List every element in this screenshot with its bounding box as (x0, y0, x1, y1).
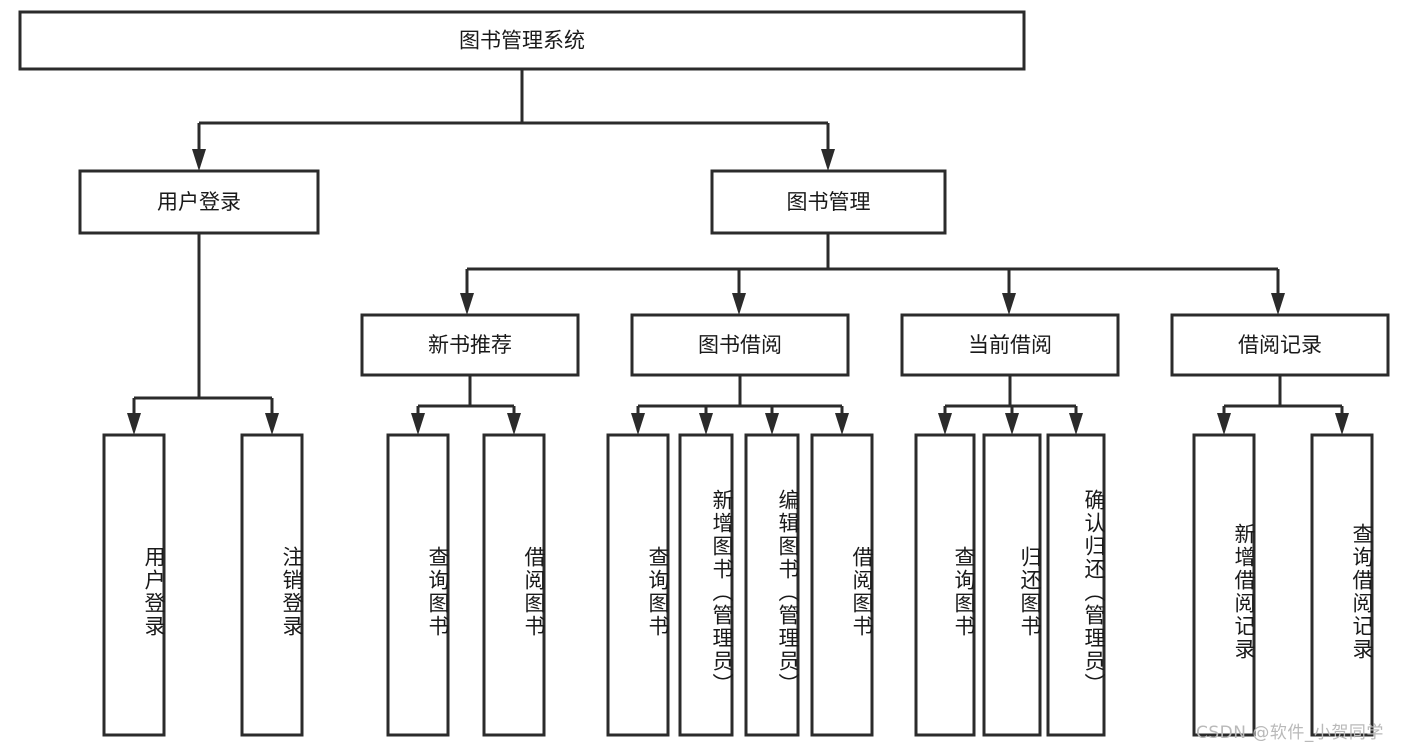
node-level1-0[interactable] (78, 169, 320, 235)
node-label-root: 图书管理系统 (459, 29, 585, 53)
node-leaf-5[interactable] (678, 433, 734, 737)
arrow-head-icon (1217, 413, 1231, 435)
node-level2-3[interactable] (1170, 313, 1390, 377)
arrow-head-icon (835, 413, 849, 435)
arrow-head-icon (1005, 413, 1019, 435)
node-label-level2-2: 当前借阅 (968, 333, 1052, 357)
arrow-head-icon (192, 149, 206, 171)
node-leaf-6[interactable] (744, 433, 800, 737)
arrow-head-icon (1335, 413, 1349, 435)
node-label-level1-1: 图书管理 (787, 190, 871, 214)
node-root-图书管理系统[interactable] (18, 10, 1026, 71)
node-leaf-2[interactable] (386, 433, 450, 737)
node-leaf-7[interactable] (810, 433, 874, 737)
node-leaf-10[interactable] (1046, 433, 1106, 737)
node-leaf-3[interactable] (482, 433, 546, 737)
arrow-head-icon (631, 413, 645, 435)
node-label-level2-3: 借阅记录 (1238, 333, 1322, 357)
arrow-head-icon (765, 413, 779, 435)
arrow-head-icon (821, 149, 835, 171)
arrow-head-icon (1069, 413, 1083, 435)
node-label-level2-0: 新书推荐 (428, 333, 512, 357)
arrow-head-icon (460, 293, 474, 315)
arrow-head-icon (1002, 293, 1016, 315)
arrow-head-icon (265, 413, 279, 435)
node-leaf-0[interactable] (102, 433, 166, 737)
node-leaf-1[interactable] (240, 433, 304, 737)
node-leaf-8[interactable] (914, 433, 976, 737)
node-leaf-9[interactable] (982, 433, 1042, 737)
box-layer (18, 10, 1390, 737)
arrow-head-icon (699, 413, 713, 435)
connector-layer (127, 69, 1349, 435)
node-label-level2-1: 图书借阅 (698, 333, 782, 357)
arrow-head-icon (938, 413, 952, 435)
arrow-head-icon (507, 413, 521, 435)
arrow-head-icon (732, 293, 746, 315)
arrow-head-icon (411, 413, 425, 435)
arrow-head-icon (1271, 293, 1285, 315)
csdn-watermark: CSDN @软件_小贺同学 (1196, 723, 1384, 743)
node-level2-0[interactable] (360, 313, 580, 377)
node-level2-2[interactable] (900, 313, 1120, 377)
node-level2-1[interactable] (630, 313, 850, 377)
node-level1-1[interactable] (710, 169, 947, 235)
node-leaf-12[interactable] (1310, 433, 1374, 737)
arrow-head-icon (127, 413, 141, 435)
node-leaf-11[interactable] (1192, 433, 1256, 737)
node-leaf-4[interactable] (606, 433, 670, 737)
node-label-level1-0: 用户登录 (157, 190, 241, 214)
